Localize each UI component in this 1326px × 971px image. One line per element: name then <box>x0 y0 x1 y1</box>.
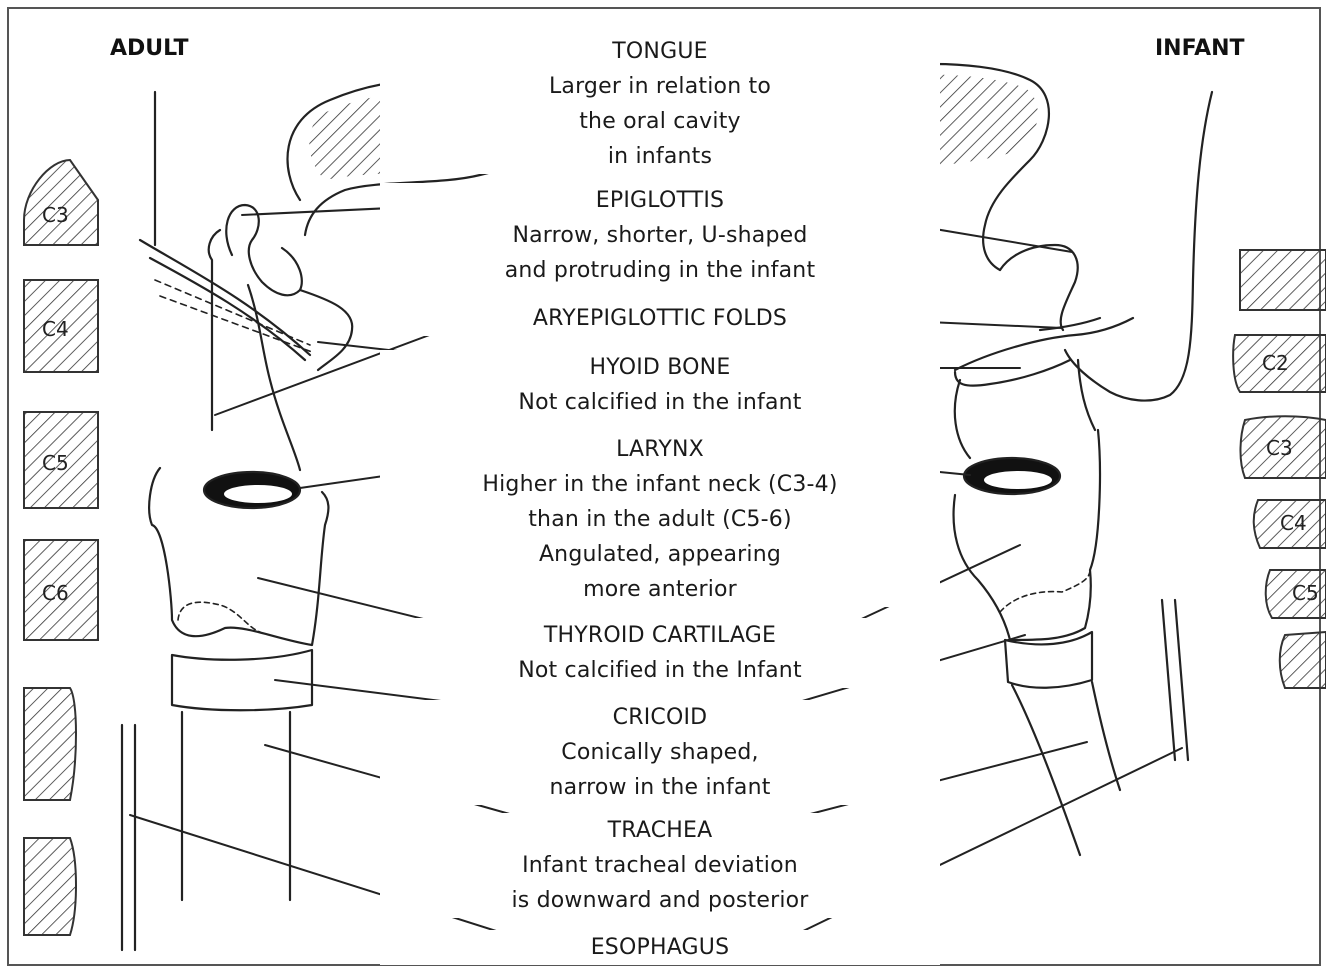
label-larynx: LARYNX Higher in the infant neck (C3-4) … <box>380 432 940 607</box>
vertebra-adult-t1 <box>24 838 76 935</box>
label-trachea: TRACHEA Infant tracheal deviation is dow… <box>380 813 940 918</box>
adult-cricoid <box>172 650 312 710</box>
label-trachea-desc-1: Infant tracheal deviation <box>380 848 940 883</box>
label-tongue: TONGUE Larger in relation to the oral ca… <box>380 34 940 174</box>
label-cricoid-desc-2: narrow in the infant <box>380 770 940 805</box>
infant-posterior-wall <box>1065 92 1212 401</box>
infant-epiglottis <box>1000 245 1078 330</box>
label-epiglottis: EPIGLOTTIS Narrow, shorter, U-shaped and… <box>380 183 940 288</box>
label-tongue-desc-2: the oral cavity <box>380 104 940 139</box>
vertebra-adult-c7 <box>24 688 76 800</box>
label-larynx-desc-4: more anterior <box>380 572 940 607</box>
adult-title: ADULT <box>110 36 189 61</box>
infant-vertebrae <box>1233 250 1326 688</box>
vertebra-label-adult-c3: C3 <box>42 203 69 227</box>
label-larynx-desc-2: than in the adult (C5-6) <box>380 502 940 537</box>
label-cricoid-title: CRICOID <box>380 700 940 735</box>
label-tongue-title: TONGUE <box>380 34 940 69</box>
vertebra-label-adult-c4: C4 <box>42 317 69 341</box>
label-hyoid-desc-1: Not calcified in the infant <box>380 385 940 420</box>
label-larynx-desc-3: Angulated, appearing <box>380 537 940 572</box>
label-larynx-title: LARYNX <box>380 432 940 467</box>
label-esophagus: ESOPHAGUS <box>380 930 940 965</box>
label-hyoid-bone: HYOID BONE Not calcified in the infant <box>380 350 940 420</box>
label-trachea-title: TRACHEA <box>380 813 940 848</box>
label-cricoid: CRICOID Conically shaped, narrow in the … <box>380 700 940 805</box>
label-tongue-desc-1: Larger in relation to <box>380 69 940 104</box>
vertebra-infant-c1 <box>1240 250 1326 310</box>
label-larynx-desc-1: Higher in the infant neck (C3-4) <box>380 467 940 502</box>
label-cricoid-desc-1: Conically shaped, <box>380 735 940 770</box>
vertebra-label-adult-c6: C6 <box>42 581 69 605</box>
label-aryepiglottic-folds: ARYEPIGLOTTIC FOLDS <box>380 301 940 336</box>
infant-title: INFANT <box>1155 36 1245 61</box>
adult-vertebrae <box>24 160 98 935</box>
label-thyroid-desc-1: Not calcified in the Infant <box>380 653 940 688</box>
label-thyroid-title: THYROID CARTILAGE <box>380 618 940 653</box>
label-thyroid-cartilage: THYROID CARTILAGE Not calcified in the I… <box>380 618 940 688</box>
infant-esophagus <box>1162 600 1175 760</box>
label-tongue-desc-3: in infants <box>380 139 940 174</box>
vertebra-label-adult-c5: C5 <box>42 451 69 475</box>
label-aryepiglottic-title: ARYEPIGLOTTIC FOLDS <box>380 301 940 336</box>
vertebra-label-infant-c3: C3 <box>1266 436 1293 460</box>
vertebra-label-infant-c4: C4 <box>1280 511 1307 535</box>
vertebra-label-infant-c5: C5 <box>1292 581 1319 605</box>
label-trachea-desc-2: is downward and posterior <box>380 883 940 918</box>
adult-epiglottis <box>226 205 302 295</box>
label-esophagus-title: ESOPHAGUS <box>380 930 940 965</box>
infant-trachea <box>1012 685 1080 855</box>
label-hyoid-title: HYOID BONE <box>380 350 940 385</box>
vertebra-infant-c6 <box>1280 632 1326 688</box>
label-epiglottis-desc-2: and protruding in the infant <box>380 253 940 288</box>
infant-hyoid <box>955 318 1133 370</box>
label-epiglottis-desc-1: Narrow, shorter, U-shaped <box>380 218 940 253</box>
vertebra-label-infant-c2: C2 <box>1262 351 1289 375</box>
label-epiglottis-title: EPIGLOTTIS <box>380 183 940 218</box>
